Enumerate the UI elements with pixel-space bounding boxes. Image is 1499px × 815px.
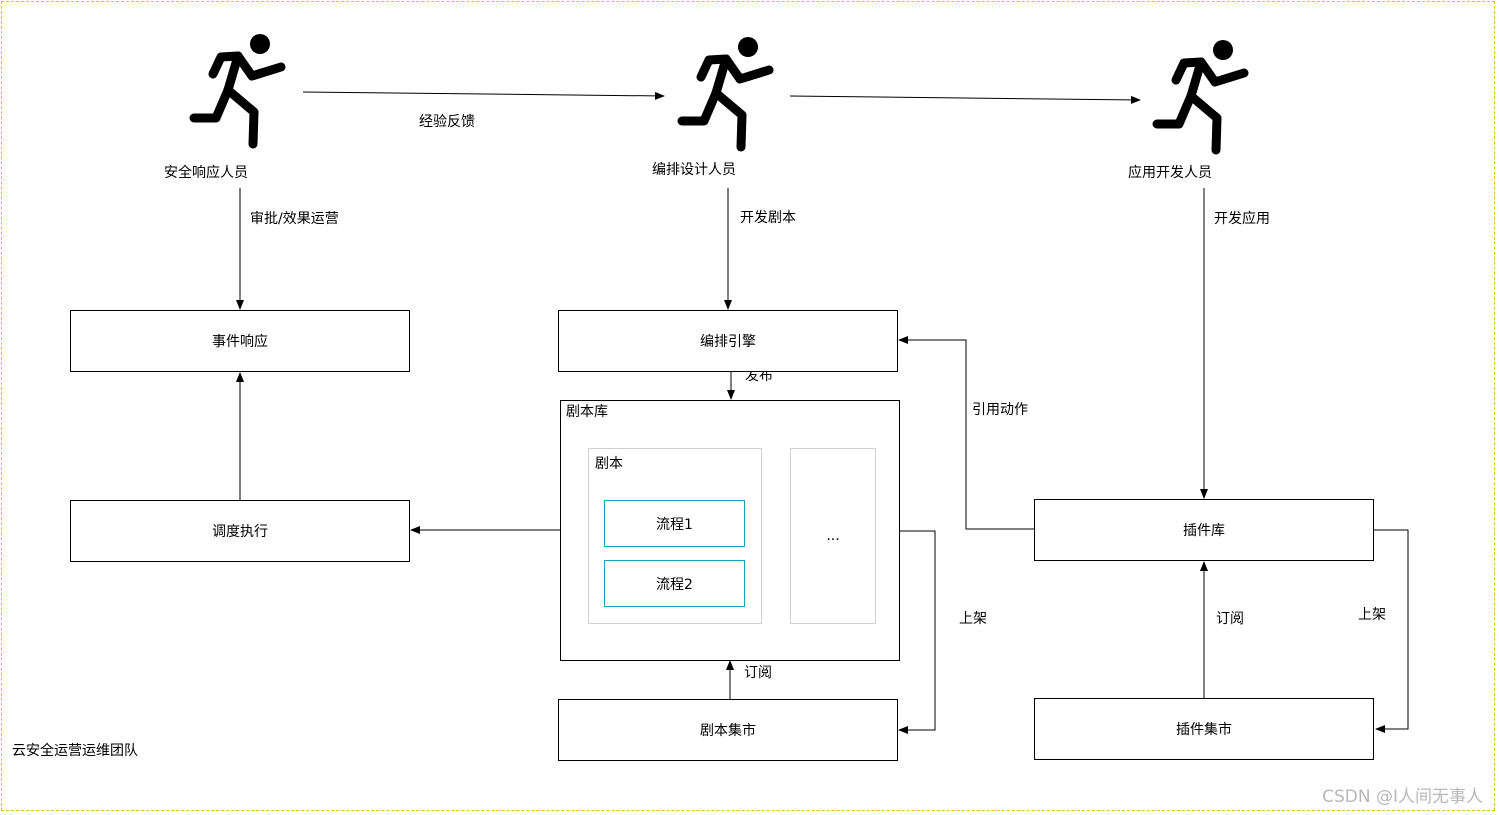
edge-label-publish: 发布 (745, 368, 773, 384)
edge-list-playbook (898, 530, 936, 734)
edge-label-approve: 审批/效果运营 (250, 211, 339, 227)
node-orchestration-engine: 编排引擎 (558, 310, 898, 372)
edge-label-subscribe-playbook: 订阅 (744, 665, 772, 681)
node-schedule-execute-label: 调度执行 (212, 524, 268, 540)
node-incident-response-label: 事件响应 (212, 334, 268, 350)
edge-label-list-plugin: 上架 (1358, 607, 1386, 623)
actor-designer-label: 编排设计人员 (652, 162, 736, 178)
flow-1-label: 流程1 (656, 516, 693, 533)
edge-label-dev-playbook: 开发剧本 (740, 210, 796, 226)
node-incident-response: 事件响应 (70, 310, 410, 372)
edge-label-dev-app: 开发应用 (1214, 211, 1270, 227)
edge-feedback-2 (789, 95, 1141, 104)
running-person-icon (1152, 40, 1249, 155)
playbook-title: 剧本 (595, 456, 623, 472)
team-label: 云安全运营运维团队 (12, 743, 138, 759)
running-person-icon (677, 37, 774, 152)
edge-feedback-1 (302, 91, 665, 100)
flow-2-label: 流程2 (656, 576, 693, 593)
running-person-icon (189, 34, 286, 149)
edge-label-reference-action: 引用动作 (972, 402, 1028, 418)
node-plugin-market: 插件集市 (1034, 698, 1374, 760)
node-playbook-market-label: 剧本集市 (700, 723, 756, 739)
edge-reference-action (898, 336, 1034, 530)
edge-label-subscribe-plugin: 订阅 (1216, 611, 1244, 627)
playbook-library: 剧本库 剧本 流程1 流程2 ... (560, 400, 900, 661)
watermark: CSDN @I人间无事人 (1322, 787, 1483, 807)
node-schedule-execute: 调度执行 (70, 500, 410, 562)
more-playbooks-label: ... (826, 528, 840, 544)
playbook: 剧本 流程1 流程2 (588, 448, 762, 624)
edge-label-feedback: 经验反馈 (419, 114, 475, 130)
node-plugin-library-label: 插件库 (1183, 523, 1225, 539)
playbook-library-title: 剧本库 (566, 404, 608, 420)
more-playbooks: ... (790, 448, 876, 624)
edge-list-plugin (1374, 529, 1409, 733)
node-playbook-market: 剧本集市 (558, 699, 898, 761)
flow-1: 流程1 (604, 500, 745, 547)
flow-2: 流程2 (604, 560, 745, 607)
actor-security-label: 安全响应人员 (164, 165, 248, 181)
node-orchestration-engine-label: 编排引擎 (700, 334, 756, 350)
actor-developer-label: 应用开发人员 (1128, 165, 1212, 181)
edge-label-list-playbook: 上架 (959, 611, 987, 627)
node-plugin-market-label: 插件集市 (1176, 722, 1232, 738)
node-plugin-library: 插件库 (1034, 499, 1374, 561)
